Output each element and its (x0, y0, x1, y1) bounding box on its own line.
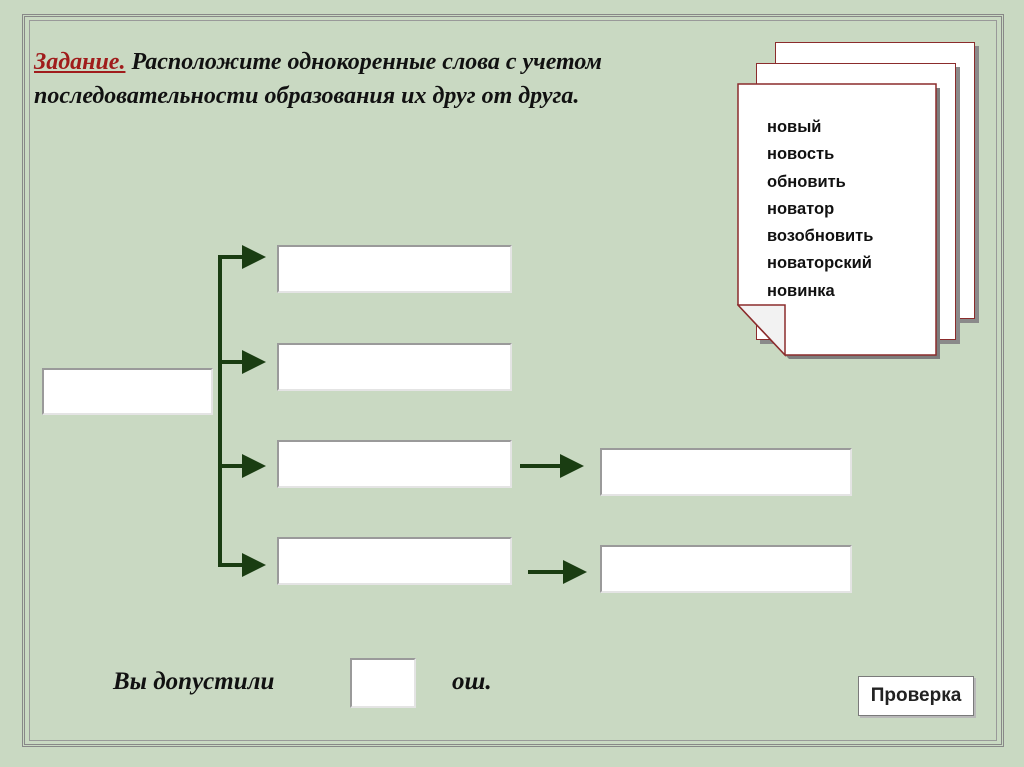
mistakes-prefix: Вы допустили (113, 668, 275, 695)
task-text: Задание. Расположите однокоренные слова … (34, 45, 734, 113)
inner-frame (29, 20, 997, 741)
check-button[interactable]: Проверка (858, 676, 974, 716)
branch2-answer-box[interactable] (277, 343, 512, 391)
outer-frame (22, 14, 1004, 747)
task-line-1: Расположите однокоренные слова с учетом (125, 49, 602, 75)
word-item[interactable]: возобновить (767, 227, 874, 246)
branch4-next-answer-box[interactable] (600, 545, 852, 593)
word-list: новый новость обновить новатор возобнови… (767, 114, 873, 305)
branch3-next-answer-box[interactable] (600, 448, 852, 496)
mistakes-count-box (350, 658, 416, 708)
task-label: Задание. (34, 49, 126, 75)
word-item[interactable]: новинка (767, 281, 835, 300)
branch3-answer-box[interactable] (277, 440, 512, 488)
word-item[interactable]: новатор (767, 199, 835, 218)
mistakes-suffix: ош. (452, 668, 492, 695)
word-item[interactable]: обновить (767, 172, 846, 191)
branch1-answer-box[interactable] (277, 245, 512, 293)
task-line-2: последовательности образования их друг о… (34, 83, 580, 109)
word-item[interactable]: новый (767, 118, 822, 136)
page-front (737, 83, 940, 363)
branch4-answer-box[interactable] (277, 537, 512, 585)
word-item[interactable]: новаторский (767, 254, 872, 273)
word-item[interactable]: новость (767, 145, 835, 164)
root-answer-box[interactable] (42, 368, 213, 415)
